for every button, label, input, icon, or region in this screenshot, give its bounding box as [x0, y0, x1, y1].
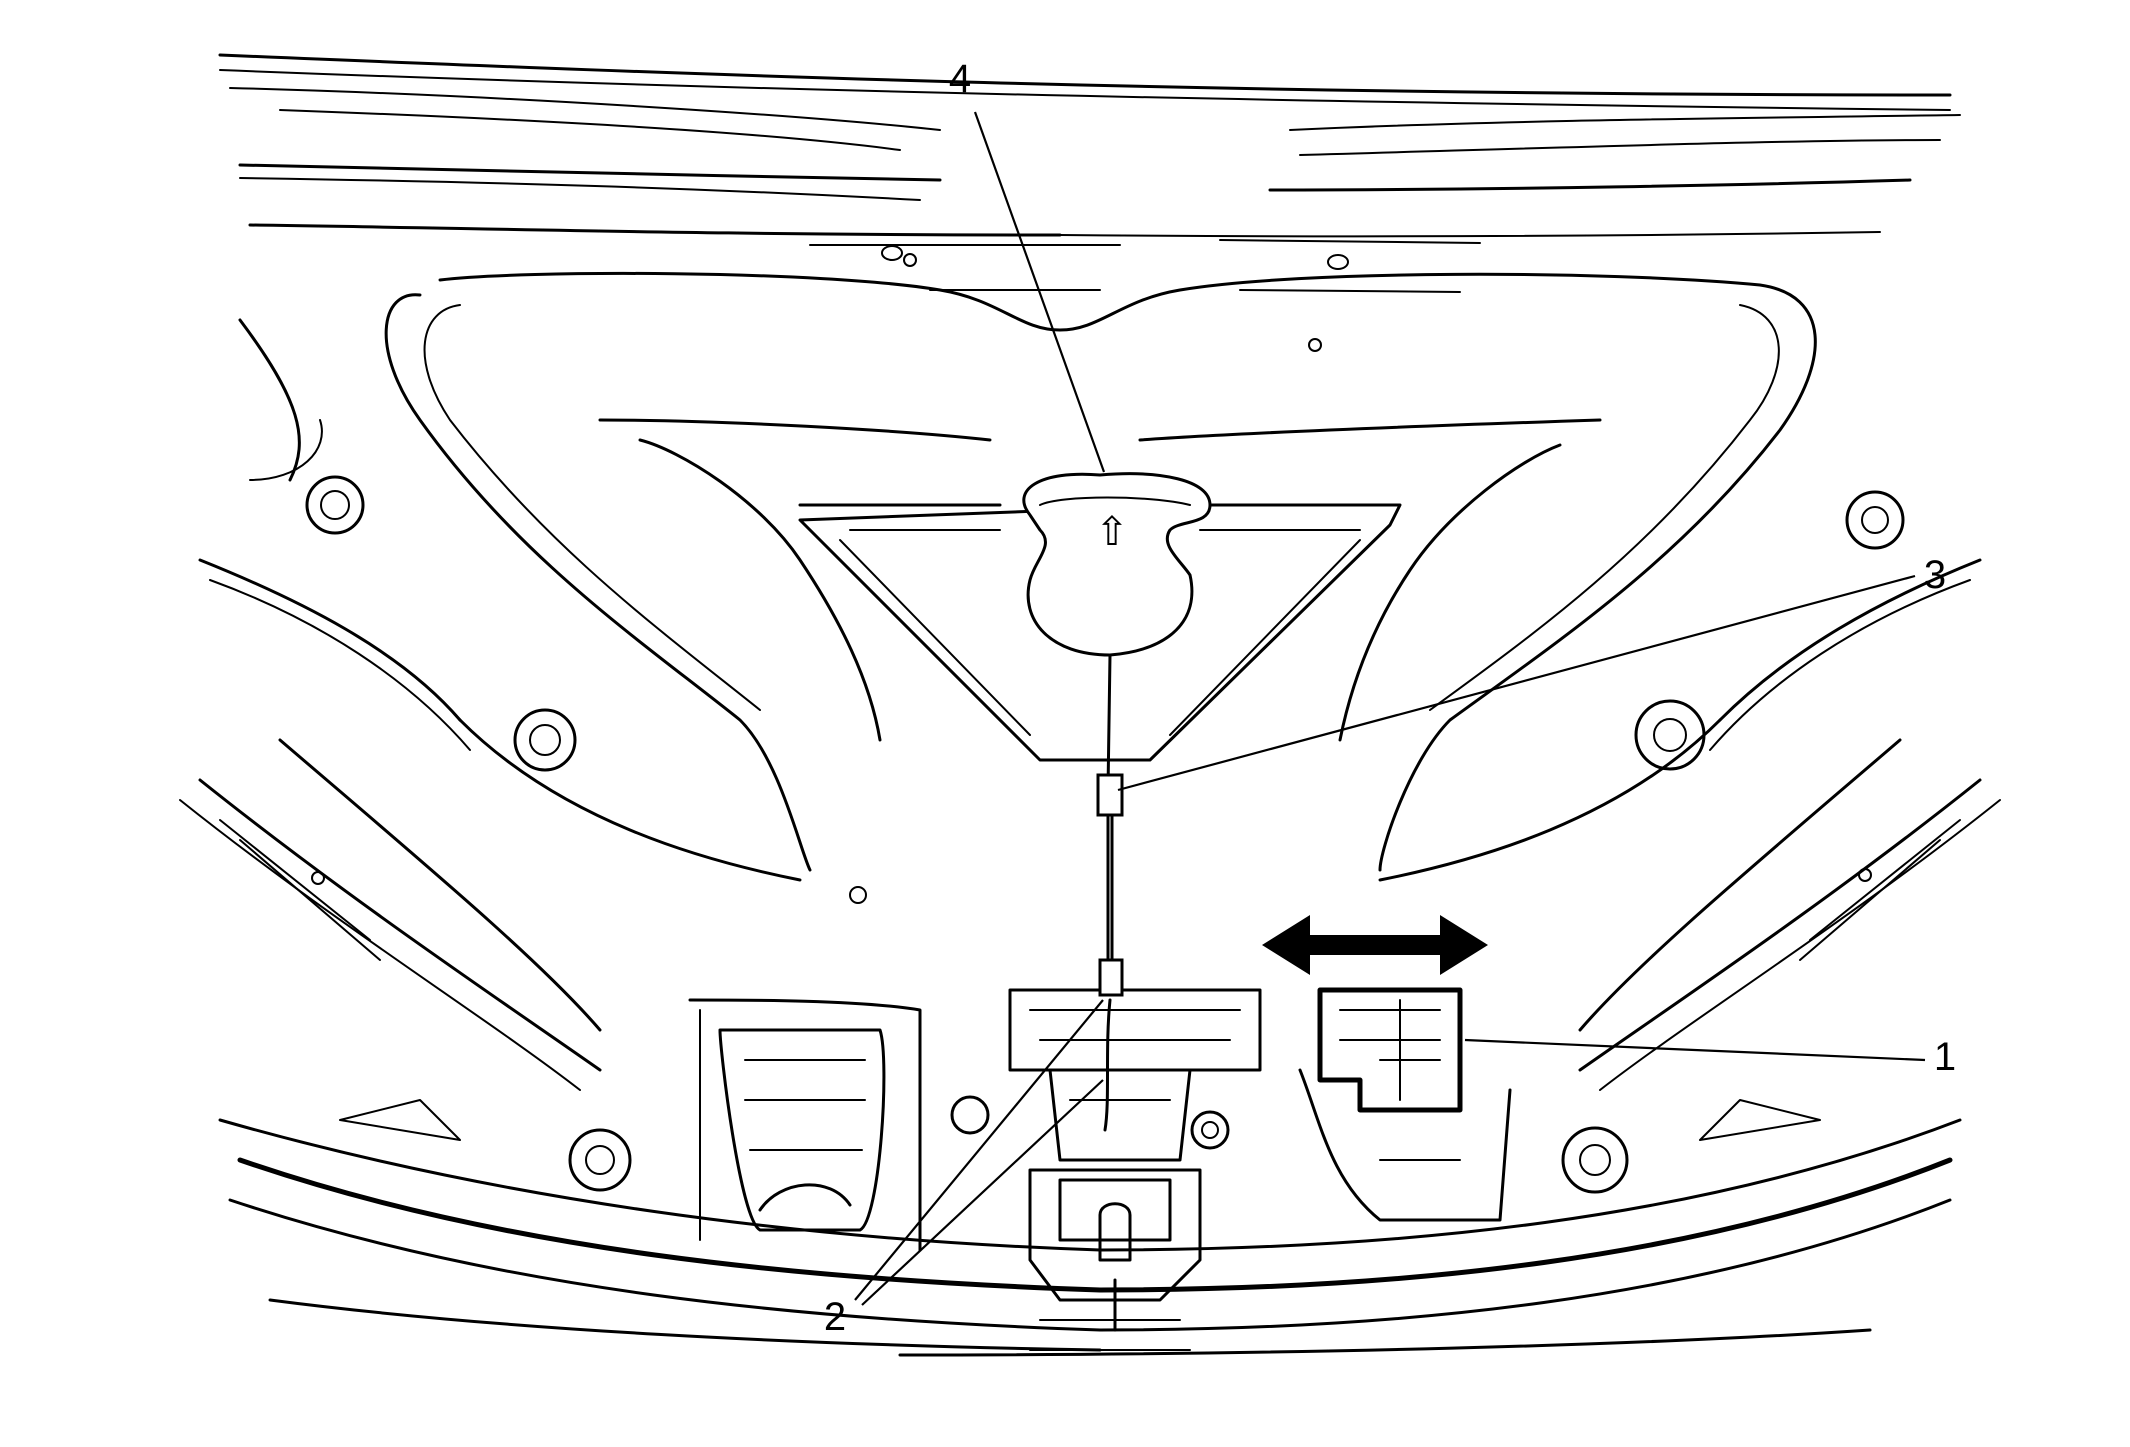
leader-lines — [854, 111, 1926, 1306]
left-recess — [688, 998, 922, 1252]
leader-line-4 — [973, 111, 1106, 473]
callout-1: 1 — [1934, 1035, 1956, 1079]
component-1 — [1317, 987, 1463, 1113]
handle-arrow-icon: ⇧ — [1095, 510, 1129, 554]
callouts: 4 3 1 2 — [824, 57, 1956, 1339]
leader-line-1 — [1464, 1038, 1926, 1062]
bosses — [305, 245, 1905, 1194]
right-bracket — [1298, 1068, 1512, 1222]
lower-edge — [218, 1099, 1962, 1357]
release-handle: ⇧ — [1022, 472, 1212, 792]
leader-line-3 — [1117, 574, 1916, 792]
side-contours — [179, 318, 2001, 1091]
leader-line-2b — [861, 1079, 1104, 1306]
callout-2: 2 — [824, 1295, 846, 1339]
callout-3: 3 — [1924, 553, 1946, 597]
release-cable — [1096, 773, 1124, 1132]
double-arrow-icon — [1262, 915, 1488, 975]
leader-line-2a — [854, 999, 1104, 1301]
direction-arrow — [1262, 915, 1488, 975]
inner-stamping — [384, 271, 1817, 872]
latch-assembly — [1008, 988, 1262, 1351]
lid-outer-contours — [218, 53, 1961, 293]
callout-4: 4 — [949, 57, 971, 101]
